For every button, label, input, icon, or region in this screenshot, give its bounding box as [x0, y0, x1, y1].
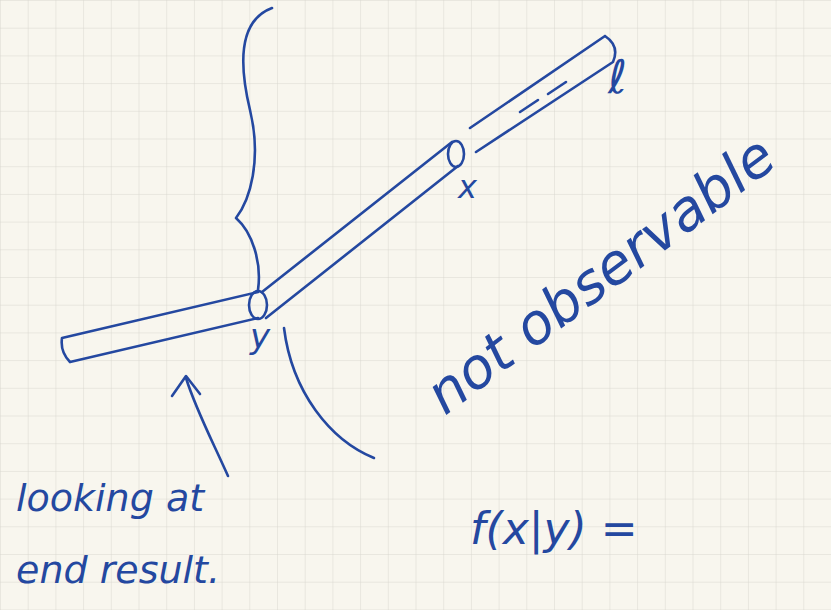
arrow-head [172, 376, 200, 396]
variable-label: x [458, 170, 477, 205]
length-label: ℓ [608, 52, 627, 103]
note-text: looking at end result. [16, 462, 246, 606]
formula-text: f(x|y) = [470, 505, 638, 553]
cut-face-y [249, 291, 267, 319]
leader-curve [284, 328, 374, 458]
rod-left [62, 292, 258, 362]
dash-mark [520, 82, 566, 112]
cut-face-x [448, 141, 464, 167]
pointer-arrow [186, 378, 228, 476]
rod-middle [262, 142, 458, 318]
brace [236, 8, 272, 290]
variable-label: y [250, 318, 270, 355]
rod-right [470, 36, 615, 152]
